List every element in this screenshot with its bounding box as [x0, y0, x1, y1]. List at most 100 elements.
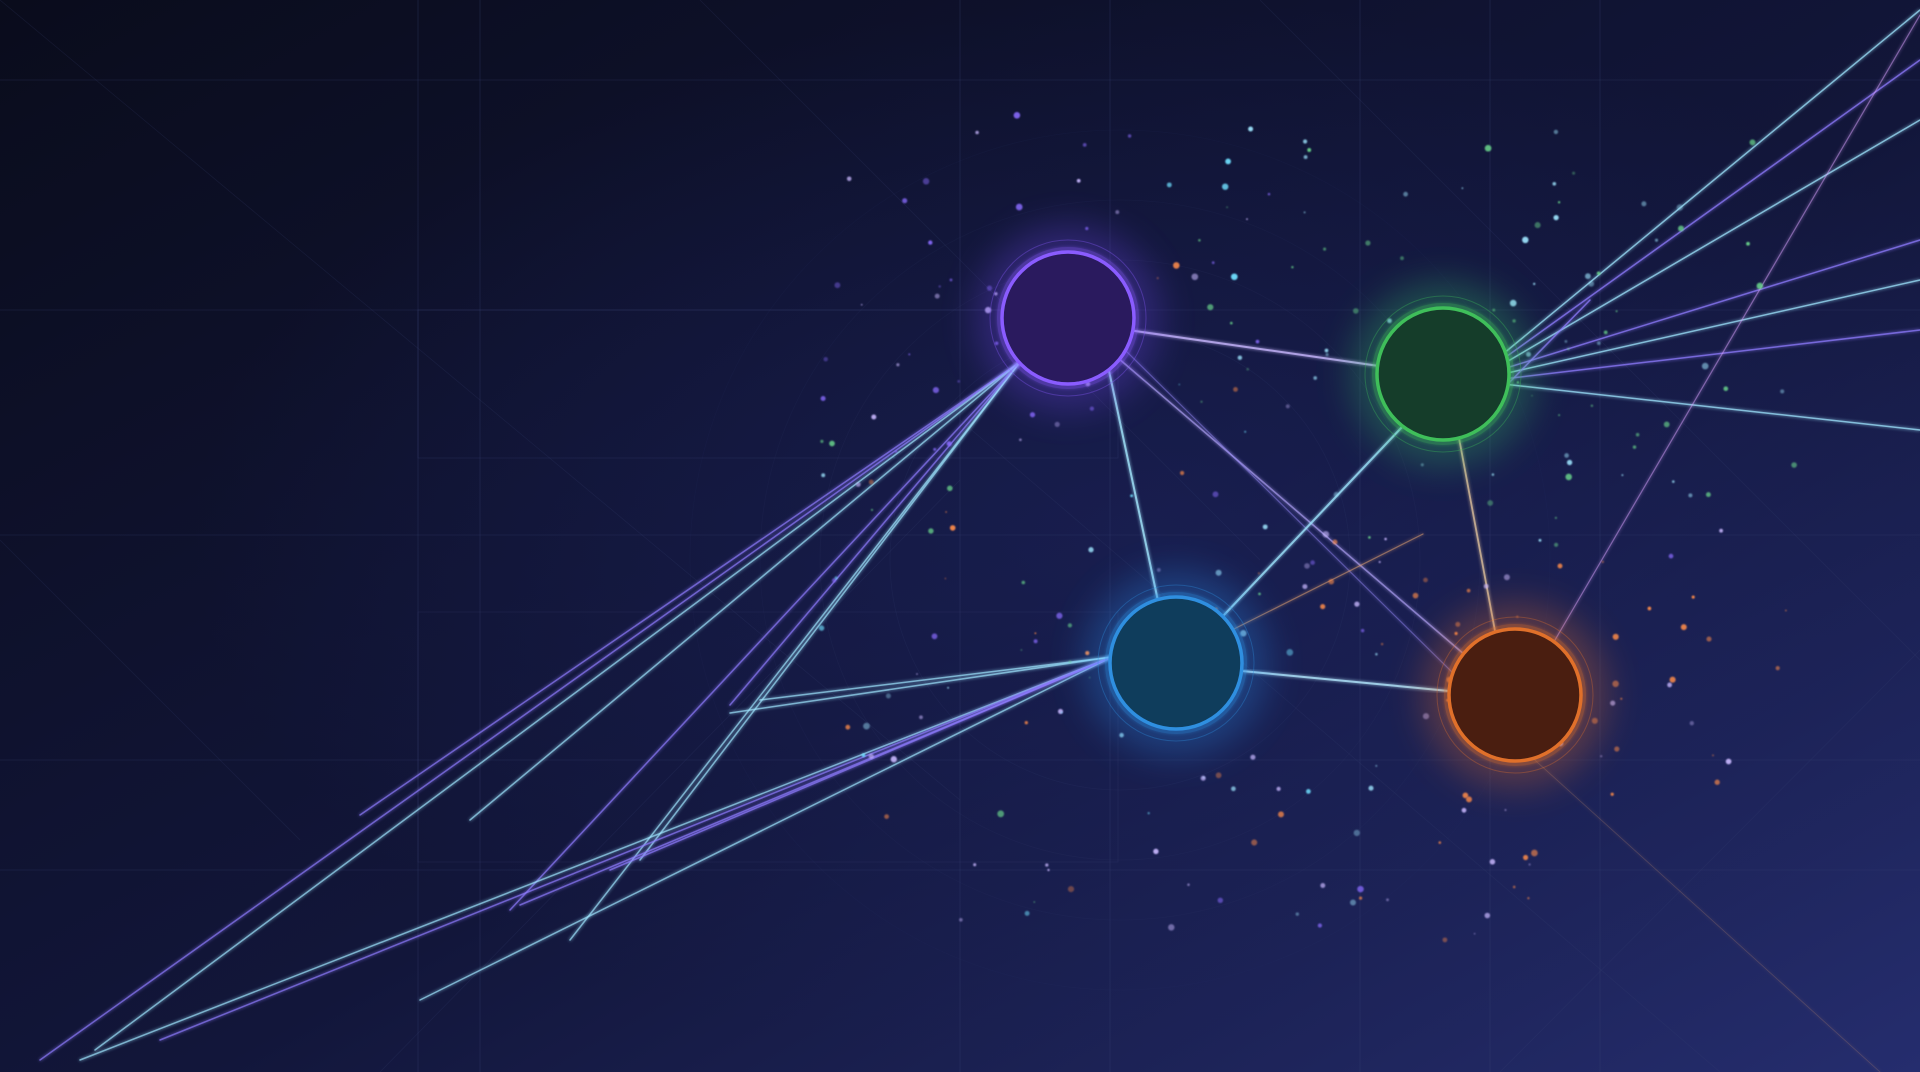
- fan-line-purple: [729, 361, 1021, 706]
- particle: [1723, 386, 1729, 392]
- particle: [931, 633, 938, 640]
- link-orange-topright: [1554, 14, 1920, 641]
- particle: [1212, 491, 1219, 498]
- fan-line-green: [1502, 59, 1920, 360]
- particle: [1780, 389, 1785, 394]
- particle: [1596, 271, 1601, 276]
- particle: [1584, 273, 1591, 280]
- particle: [1303, 155, 1308, 160]
- fan-line-blue: [759, 656, 1113, 701]
- particle: [1705, 492, 1711, 498]
- particle: [1706, 636, 1712, 642]
- particle: [1054, 421, 1060, 428]
- particle: [1156, 276, 1159, 280]
- particle: [818, 625, 825, 631]
- particle: [1285, 404, 1290, 409]
- particle: [1191, 273, 1199, 281]
- particle: [1596, 341, 1601, 346]
- particle: [1641, 201, 1647, 207]
- particle: [1068, 660, 1072, 664]
- fan-line-green: [1502, 239, 1920, 370]
- particle: [1403, 191, 1408, 197]
- fan-line-green: [1502, 329, 1920, 380]
- particle: [1127, 134, 1132, 138]
- particle: [933, 447, 937, 451]
- particle: [1217, 897, 1224, 904]
- network-nodes: [976, 226, 1607, 787]
- particle: [1278, 811, 1284, 818]
- link-purple-orange: [1117, 357, 1466, 656]
- particle: [919, 715, 923, 720]
- particle: [1689, 721, 1694, 726]
- particle: [1509, 299, 1517, 307]
- particle: [1029, 412, 1036, 418]
- particle: [1654, 238, 1659, 242]
- particle: [870, 508, 874, 511]
- particle: [938, 285, 941, 288]
- particle: [1179, 470, 1185, 476]
- particle: [1244, 430, 1247, 433]
- link-blue-orange-2: [1225, 533, 1424, 634]
- particle: [1610, 700, 1616, 706]
- particle: [945, 511, 947, 513]
- particle: [1558, 414, 1561, 417]
- particle: [1612, 633, 1619, 640]
- particle: [1668, 553, 1674, 559]
- orange-node-halo: [1444, 624, 1586, 766]
- particle: [1691, 595, 1695, 599]
- particle: [973, 863, 977, 867]
- particle: [949, 525, 956, 531]
- particle: [1632, 445, 1637, 449]
- link-green-blue: [1223, 425, 1404, 616]
- particle: [1557, 201, 1561, 204]
- particle: [823, 356, 828, 362]
- particle: [1610, 792, 1614, 796]
- particle: [1621, 474, 1624, 477]
- particle: [1307, 148, 1312, 152]
- fan-line-blue: [79, 656, 1113, 1061]
- particle: [944, 577, 947, 580]
- particle: [1554, 542, 1559, 547]
- particle: [1304, 563, 1310, 569]
- particle: [1412, 592, 1419, 599]
- particle: [1527, 897, 1530, 900]
- particle: [1756, 282, 1764, 290]
- particle: [834, 282, 841, 289]
- particle: [1462, 792, 1469, 799]
- orange-node-outer-ring: [1436, 616, 1594, 774]
- particle: [1024, 721, 1028, 725]
- particle: [846, 176, 852, 182]
- fan-line-green: [1502, 383, 1920, 431]
- fan-line-purple: [639, 361, 1021, 861]
- particle: [1567, 347, 1570, 351]
- particle: [1147, 812, 1150, 815]
- particle: [1246, 218, 1248, 220]
- particle: [1021, 580, 1026, 585]
- particle: [1487, 500, 1494, 506]
- particle: [1358, 896, 1363, 900]
- fan-line-blue: [419, 656, 1113, 1001]
- blue-node-core: [1108, 595, 1244, 731]
- particle: [1603, 330, 1608, 335]
- particle: [871, 414, 877, 420]
- particle: [1211, 261, 1215, 265]
- particle: [902, 198, 908, 204]
- particle: [1360, 628, 1365, 633]
- link-purple-green: [1127, 329, 1380, 367]
- particle: [868, 479, 874, 485]
- particle: [1552, 181, 1557, 186]
- particle: [1267, 192, 1271, 196]
- particle: [1047, 868, 1050, 872]
- particle: [1785, 609, 1787, 612]
- orange-node-core: [1447, 627, 1583, 763]
- particle: [1200, 400, 1203, 403]
- particle: [1230, 273, 1238, 281]
- particle: [1153, 848, 1159, 855]
- particle: [1313, 376, 1318, 380]
- particle: [1353, 829, 1360, 837]
- particle: [1461, 807, 1467, 813]
- particle: [1320, 883, 1326, 888]
- purple-node-core: [1000, 250, 1136, 386]
